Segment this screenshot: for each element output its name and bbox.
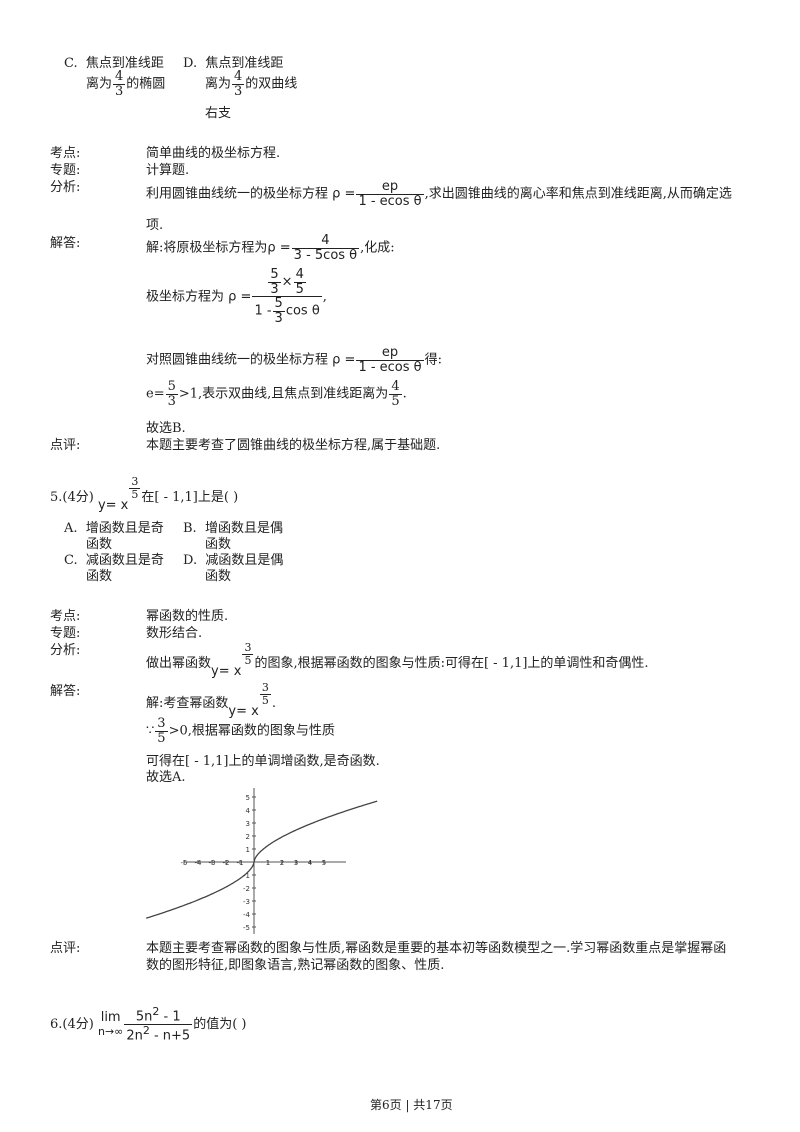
x-tick-label: -3 [209, 859, 216, 867]
q4-zhuanti-label: 专题: [50, 163, 81, 178]
q5-option-d: D. 减函数且是偶 [183, 553, 284, 568]
q5-option-d-line2: 函数 [205, 569, 232, 584]
y-tick-label: -2 [243, 885, 250, 893]
q4-jieda-label: 解答: [50, 236, 81, 251]
x-tick-label: -2 [223, 859, 230, 867]
x-tick-label: 3 [294, 859, 298, 867]
q4-kaodian-label: 考点: [50, 146, 81, 161]
q4-option-c: C. 焦点到准线距 [64, 56, 164, 71]
y-tick-label: -3 [243, 898, 250, 906]
y-tick-label: -1 [243, 872, 250, 880]
y-tick-label: -5 [243, 924, 250, 932]
q5-option-c: C. 减函数且是奇 [64, 553, 164, 568]
q5-option-b: B. 增函数且是偶 [183, 521, 283, 536]
y-tick-label: 2 [246, 833, 250, 841]
q4-jie-line5: 故选B. [146, 421, 186, 436]
q5-dianping-line1: 本题主要考查幂函数的图象与性质,幂函数是重要的基本初等函数模型之一.学习幂函数重… [146, 941, 727, 956]
q4-dianping-label: 点评: [50, 438, 81, 453]
x-tick-label: -4 [195, 859, 203, 867]
x-tick-label: -5 [181, 859, 188, 867]
q5-option-b-line2: 函数 [205, 537, 232, 552]
q5-zhuanti-label: 专题: [50, 626, 81, 641]
q5-option-c-line2: 函数 [86, 569, 113, 584]
page-footer: 第6页 | 共17页 [370, 1098, 453, 1112]
q4-option-d: D. 焦点到准线距 [183, 56, 284, 71]
q4-kaodian: 简单曲线的极坐标方程. [146, 146, 281, 161]
q5-jieda-label: 解答: [50, 684, 81, 699]
y-tick-label: -4 [243, 911, 251, 919]
q5-dianping-label: 点评: [50, 941, 81, 956]
fraction: 5n2 - 1 2n2 - n+5 [124, 1005, 193, 1044]
y-tick-label: 3 [246, 820, 250, 828]
q5-option-a-line2: 函数 [86, 537, 113, 552]
q5-zhuanti: 数形结合. [146, 626, 203, 641]
x-tick-label: 4 [308, 859, 313, 867]
x-tick-label: -1 [237, 859, 244, 867]
x-tick-label: 1 [266, 859, 270, 867]
q5-option-a: A. 增函数且是奇 [64, 521, 164, 536]
q5-kaodian-label: 考点: [50, 609, 81, 624]
curve-y-x-3-5 [146, 800, 378, 919]
q5-fenxi-label: 分析: [50, 643, 81, 658]
x-tick-label: 2 [280, 859, 284, 867]
y-tick-label: 5 [246, 794, 250, 802]
q4-dianping: 本题主要考查了圆锥曲线的极坐标方程,属于基础题. [146, 438, 441, 453]
q5-jie-line4: 故选A. [146, 770, 186, 785]
y-tick-label: 1 [246, 846, 250, 854]
y-tick-label: 4 [246, 807, 251, 815]
q4-zhuanti: 计算题. [146, 163, 190, 178]
x-tick-label: 5 [322, 859, 326, 867]
q4-fenxi-label: 分析: [50, 180, 81, 195]
q5-dianping-line2: 数的图形特征,即图象语言,熟记幂函数的图象、性质. [146, 958, 445, 973]
q4-fenxi-line2: 项. [146, 218, 164, 233]
q5-jie-line3: 可得在[ - 1,1]上的单调增函数,是奇函数. [146, 754, 380, 769]
q4-option-d-line3: 右支 [205, 106, 232, 121]
q5-kaodian: 幂函数的性质. [146, 609, 229, 624]
